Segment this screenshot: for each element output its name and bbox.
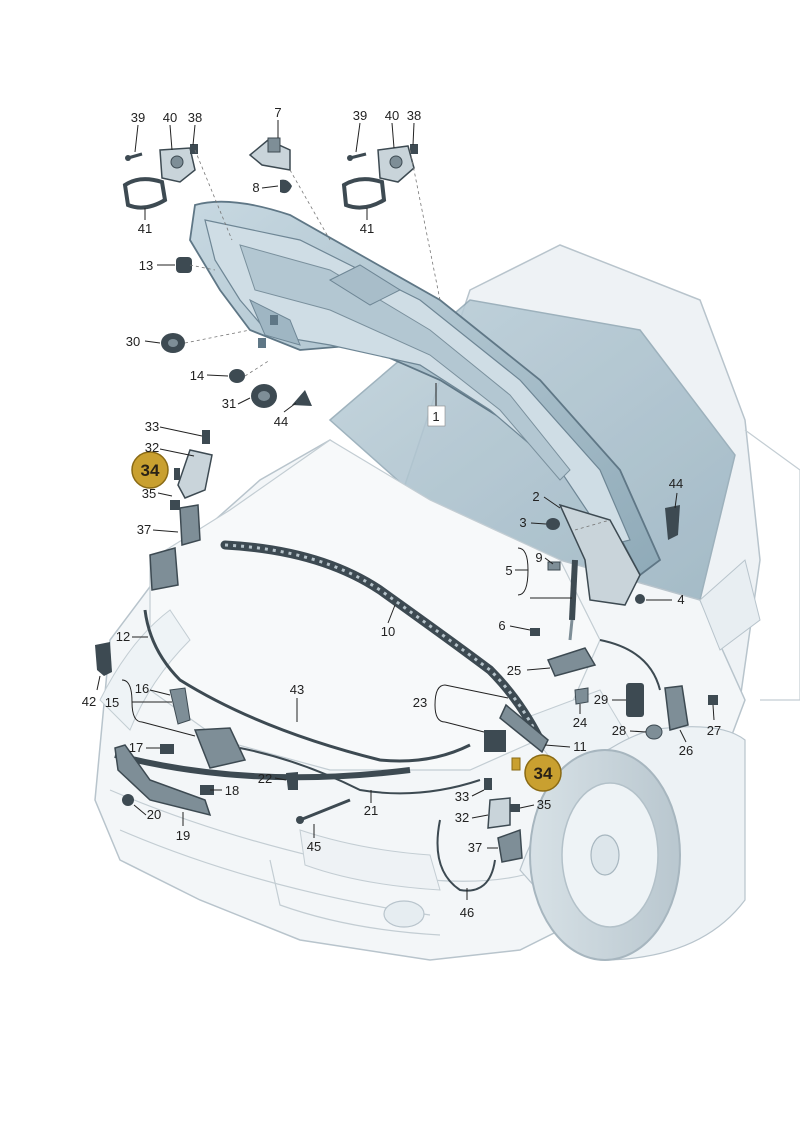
label-44-right: 44 (669, 476, 683, 491)
label-38-right: 38 (407, 108, 421, 123)
label-13: 13 (139, 258, 153, 273)
parts (95, 137, 718, 892)
label-35-left: 35 (142, 486, 156, 501)
hinge-left (149, 430, 213, 591)
label-9: 9 (535, 550, 542, 565)
label-39-right: 39 (353, 108, 367, 123)
clip-icon (229, 369, 245, 383)
seal-strip (220, 540, 545, 745)
hinge-right-lower (484, 778, 523, 863)
label-11: 11 (573, 739, 587, 754)
label-31: 31 (222, 396, 236, 411)
hinge-right (530, 503, 680, 677)
car-body (94, 244, 800, 961)
label-10: 10 (381, 624, 395, 639)
label-39-left: 39 (131, 110, 145, 125)
assembly-guides (184, 149, 611, 531)
label-30: 30 (126, 334, 140, 349)
badge-34-right-label: 34 (534, 764, 553, 783)
label-6: 6 (498, 618, 505, 633)
label-40-left: 40 (163, 110, 177, 125)
label-14: 14 (190, 368, 204, 383)
screw-34-right-icon (511, 757, 521, 771)
lock-right (574, 639, 718, 740)
label-8: 8 (252, 180, 259, 195)
hood-panel (189, 200, 662, 577)
label-7: 7 (274, 105, 281, 120)
label-38-left: 38 (188, 110, 202, 125)
label-45: 45 (307, 839, 321, 854)
label-15: 15 (105, 695, 119, 710)
leader-lines (96, 120, 715, 900)
label-33-left: 33 (145, 419, 159, 434)
label-2: 2 (532, 489, 539, 504)
label-33-right: 33 (455, 789, 469, 804)
label-27: 27 (707, 723, 721, 738)
label-18: 18 (225, 783, 239, 798)
highlight-badge-34-right[interactable]: 34 (524, 754, 562, 792)
label-12: 12 (116, 629, 130, 644)
label-43: 43 (290, 682, 304, 697)
label-20: 20 (147, 807, 161, 822)
label-4: 4 (677, 592, 684, 607)
label-26: 26 (679, 743, 693, 758)
label-46: 46 (460, 905, 474, 920)
label-28: 28 (612, 723, 626, 738)
label-40-right: 40 (385, 108, 399, 123)
latch-striker-left (122, 144, 198, 210)
label-25: 25 (507, 663, 521, 678)
label-32-right: 32 (455, 810, 469, 825)
buffer-icon (95, 642, 112, 676)
label-5: 5 (505, 563, 512, 578)
label-24: 24 (573, 715, 587, 730)
highlight-badge-34-left[interactable]: 34 (131, 451, 169, 489)
rubber-buffer-icon (176, 257, 192, 273)
part-labels: 39 40 38 41 7 8 39 40 38 41 13 30 14 31 … (82, 105, 721, 920)
front-lock (114, 687, 247, 817)
label-17: 17 (129, 740, 143, 755)
latch-striker-right (341, 144, 418, 210)
label-16: 16 (135, 681, 149, 696)
label-32-left: 32 (145, 440, 159, 455)
label-37-right: 37 (468, 840, 482, 855)
label-42: 42 (82, 694, 96, 709)
label-21: 21 (364, 803, 378, 818)
label-41-left: 41 (138, 221, 152, 236)
hood-hinge-top (248, 137, 292, 194)
cable-end-icon (484, 730, 506, 752)
label-35-right: 35 (537, 797, 551, 812)
badge-34-left-label: 34 (141, 461, 160, 480)
label-19: 19 (176, 828, 190, 843)
label-3: 3 (519, 515, 526, 530)
label-1: 1 (432, 409, 439, 424)
release-cable (143, 609, 471, 763)
clip-icon (286, 772, 298, 790)
label-23: 23 (413, 695, 427, 710)
label-41-right: 41 (360, 221, 374, 236)
seal-icon (292, 390, 312, 406)
label-37-left: 37 (137, 522, 151, 537)
label-22: 22 (258, 771, 272, 786)
label-29: 29 (594, 692, 608, 707)
label-44-left: 44 (274, 414, 288, 429)
